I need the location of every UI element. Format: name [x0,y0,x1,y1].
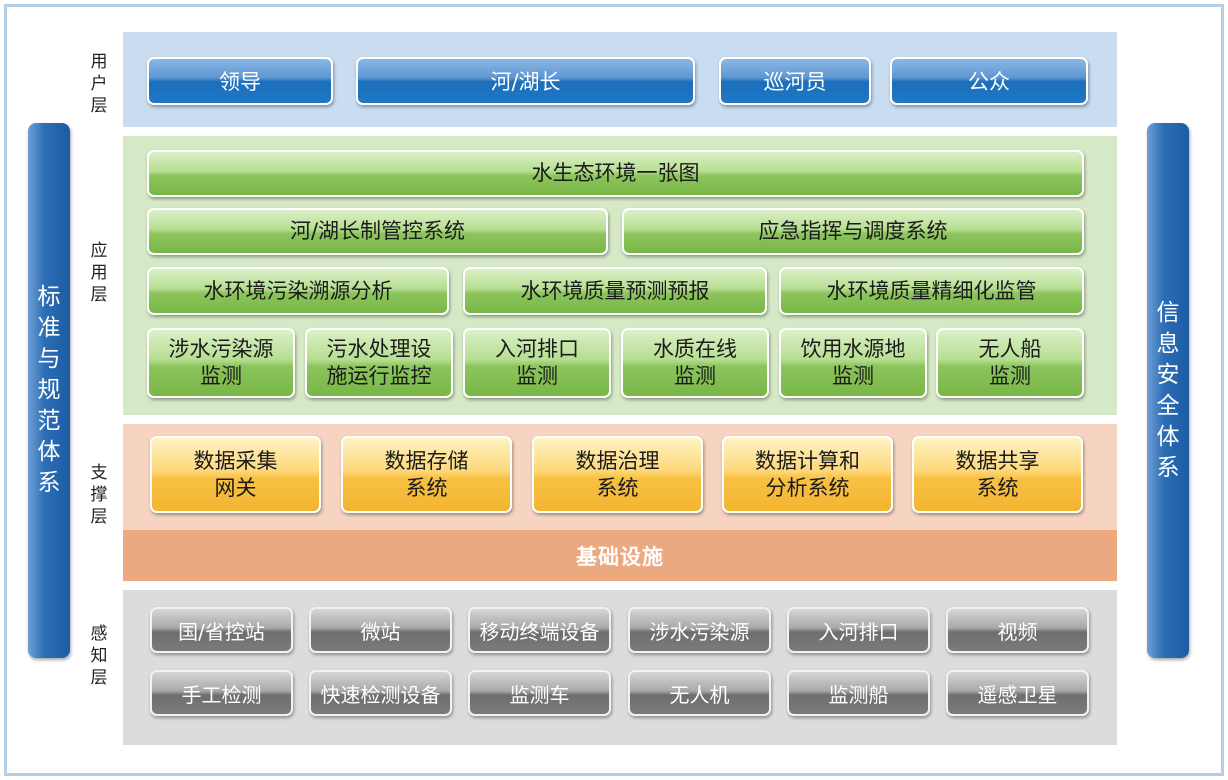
app-drinking-source-monitor: 饮用水源地 监测 [779,328,927,398]
sense-mobile-terminal: 移动终端设备 [468,607,611,653]
layer-label-user: 用户层 [90,52,108,116]
support-data-gateway: 数据采集 网关 [150,436,321,513]
sense-national-station: 国/省控站 [150,607,293,653]
support-data-sharing: 数据共享 系统 [912,436,1083,513]
app-sewage-plant-monitor: 污水处理设 施运行监控 [305,328,453,398]
app-unmanned-boat-monitor: 无人船 监测 [936,328,1084,398]
app-online-quality-monitor: 水质在线 监测 [621,328,769,398]
sense-pollution-source: 涉水污染源 [628,607,771,653]
layer-label-app: 应用层 [90,241,108,305]
app-pollution-tracing: 水环境污染溯源分析 [147,267,449,315]
sense-video: 视频 [946,607,1089,653]
sense-remote-satellite: 遥感卫星 [946,670,1089,716]
security-system-label: 信息安全体系 [1156,299,1180,481]
sense-rapid-test-device: 快速检测设备 [309,670,452,716]
app-pollution-source-monitor: 涉水污染源 监测 [147,328,295,398]
sense-monitoring-vehicle: 监测车 [468,670,611,716]
infrastructure-bar: 基础设施 [123,530,1117,581]
layer-label-support: 支撑层 [90,463,108,527]
app-outfall-monitor: 入河排口 监测 [463,328,611,398]
sense-drone: 无人机 [628,670,771,716]
user-leader: 领导 [147,57,333,105]
sense-outfall: 入河排口 [787,607,930,653]
support-data-governance: 数据治理 系统 [532,436,703,513]
user-river-chief: 河/湖长 [356,57,695,105]
app-emergency-dispatch: 应急指挥与调度系统 [622,208,1084,255]
app-quality-supervision: 水环境质量精细化监管 [779,267,1084,315]
layer-label-sense: 感知层 [90,624,108,688]
support-data-analytics: 数据计算和 分析系统 [722,436,893,513]
app-ecology-map: 水生态环境一张图 [147,150,1084,197]
support-data-storage: 数据存储 系统 [341,436,512,513]
sense-micro-station: 微站 [309,607,452,653]
standards-system-bar: 标准与规范体系 [28,123,70,658]
user-public: 公众 [890,57,1088,105]
app-quality-forecast: 水环境质量预测预报 [463,267,767,315]
standards-system-label: 标准与规范体系 [37,284,61,496]
sense-manual-test: 手工检测 [150,670,293,716]
user-patroller: 巡河员 [719,57,871,105]
security-system-bar: 信息安全体系 [1147,123,1189,658]
sense-monitoring-ship: 监测船 [787,670,930,716]
app-river-chief-control: 河/湖长制管控系统 [147,208,608,255]
